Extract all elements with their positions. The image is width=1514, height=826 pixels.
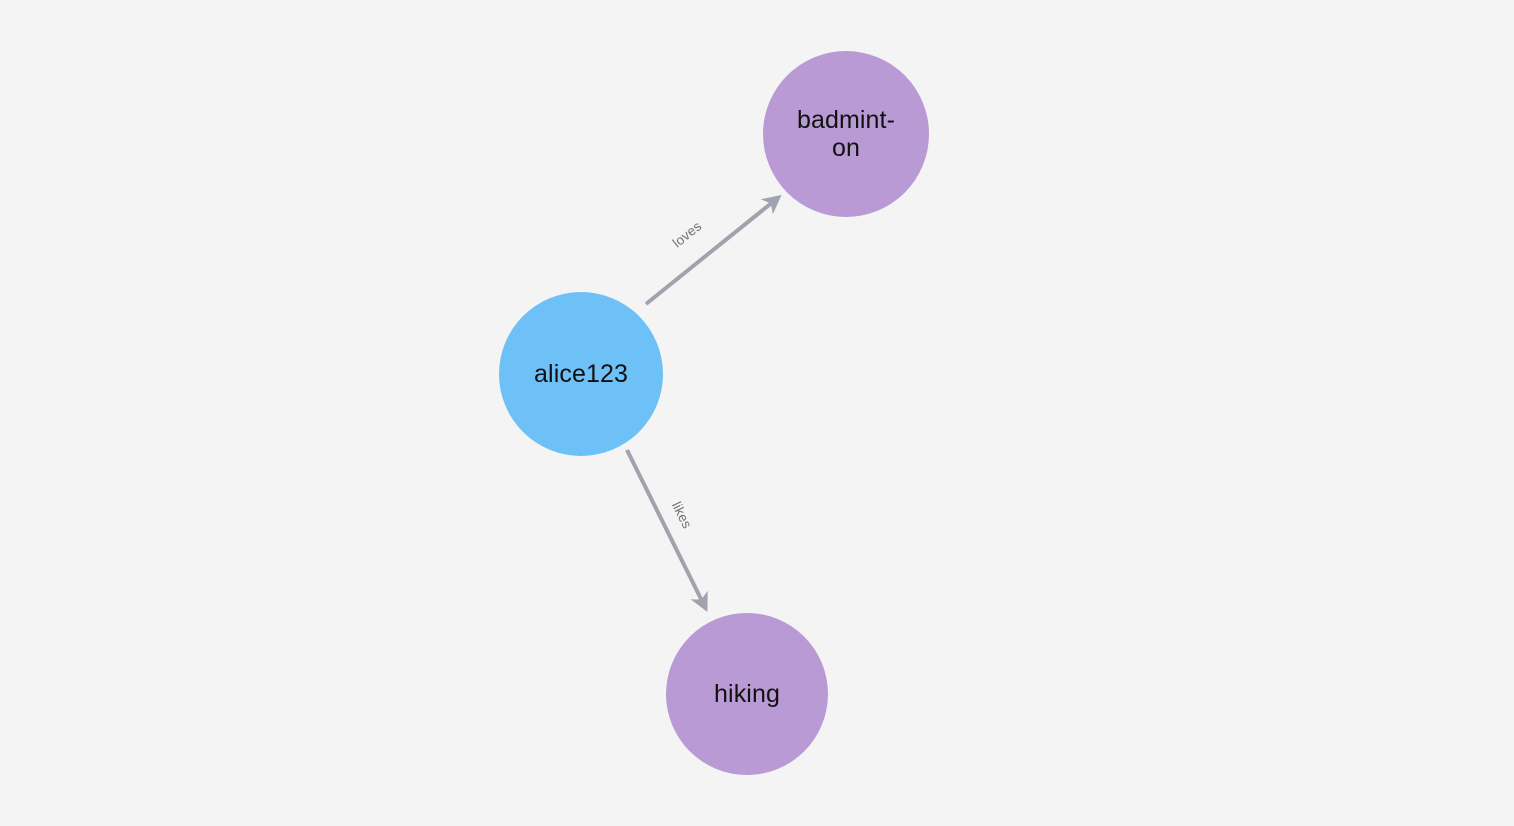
node-label-badminton: badmint- on — [796, 106, 896, 162]
node-label-alice123: alice123 — [534, 360, 628, 388]
graph-node-hiking[interactable]: hiking — [666, 613, 828, 775]
graph-node-badminton[interactable]: badmint- on — [763, 51, 929, 217]
edge-likes[interactable] — [625, 449, 708, 612]
node-label-hiking: hiking — [714, 680, 780, 708]
graph-node-alice123[interactable]: alice123 — [499, 292, 663, 456]
edge-loves[interactable] — [644, 194, 782, 306]
